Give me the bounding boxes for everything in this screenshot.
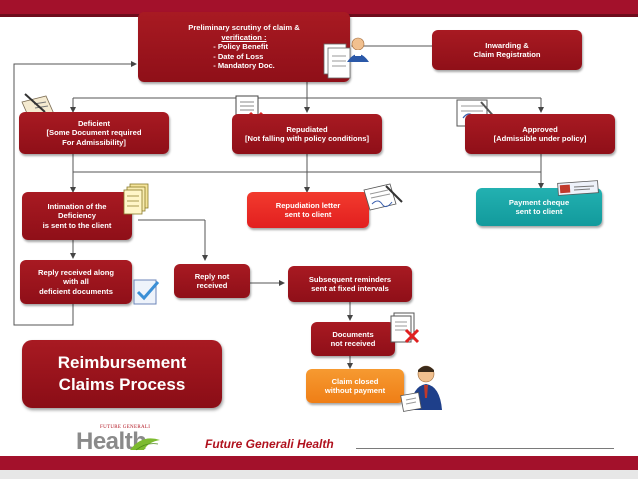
header-bar xyxy=(0,0,638,14)
repudiation-letter-line: Repudiation letter xyxy=(275,200,341,210)
prelim-subtitle: verification : xyxy=(221,32,267,42)
reply-not-line: Reply not xyxy=(194,271,230,281)
prelim-title: Preliminary scrutiny of claim & xyxy=(188,23,300,33)
node-deficient: Deficient [Some Document required For Ad… xyxy=(19,112,169,154)
reply-received-line: Reply received along xyxy=(38,267,114,277)
node-inwarding: Inwarding & Claim Registration xyxy=(432,30,582,70)
node-reply-not-received: Reply not received xyxy=(174,264,250,298)
intimation-line: is sent to the client xyxy=(42,220,112,230)
prelim-item: - Date of Loss xyxy=(213,51,264,61)
node-repudiated: Repudiated [Not falling with policy cond… xyxy=(232,114,382,154)
node-payment-cheque: Payment cheque sent to client xyxy=(476,188,602,226)
checkmark-document-icon xyxy=(133,279,160,305)
logo-leaf-icon xyxy=(130,438,160,451)
title-line: Claims Process xyxy=(58,375,186,394)
logo-word: Health xyxy=(76,428,147,455)
inwarding-line: Claim Registration xyxy=(473,50,541,59)
docs-not-line: not received xyxy=(330,339,376,348)
node-preliminary-scrutiny: Preliminary scrutiny of claim & verifica… xyxy=(138,12,350,82)
intimation-line: Deficiency xyxy=(58,211,96,221)
repudiated-line: Repudiated xyxy=(286,124,328,134)
slide-title: Reimbursement Claims Process xyxy=(22,340,222,408)
docs-not-line: Documents xyxy=(332,329,374,339)
payment-line: sent to client xyxy=(515,207,563,216)
footer-bottom-strip xyxy=(0,470,638,479)
cheque-icon xyxy=(557,180,599,196)
repudiated-line: [Not falling with policy conditions] xyxy=(244,134,370,143)
reply-not-line: received xyxy=(196,281,228,290)
deficient-line: Deficient xyxy=(77,118,111,128)
intimation-line: Intimation of the xyxy=(47,201,107,211)
node-repudiation-letter: Repudiation letter sent to client xyxy=(247,192,369,228)
claim-closed-line: Claim closed xyxy=(331,376,379,386)
claim-closed-line: without payment xyxy=(324,386,386,395)
connector-loop-back xyxy=(13,61,137,326)
node-approved: Approved [Admissible under policy] xyxy=(465,114,615,154)
prelim-item: - Policy Benefit xyxy=(213,42,269,52)
deficient-line: [Some Document required xyxy=(46,128,142,138)
reply-received-line: deficient documents xyxy=(39,286,113,296)
logo-small-text: FUTURE GENERALI xyxy=(100,425,151,430)
reminders-line: sent at fixed intervals xyxy=(311,284,389,293)
node-reply-received: Reply received along with all deficient … xyxy=(20,260,132,304)
prelim-item: - Mandatory Doc. xyxy=(213,61,275,71)
signing-letter-icon xyxy=(363,183,403,211)
repudiation-letter-line: sent to client xyxy=(284,210,332,219)
approved-line: Approved xyxy=(522,124,558,134)
footer-divider xyxy=(356,448,614,449)
reply-received-line: with all xyxy=(63,277,89,287)
approved-line: [Admissible under policy] xyxy=(493,134,587,143)
reminders-line: Subsequent reminders xyxy=(308,274,392,284)
node-documents-not-received: Documents not received xyxy=(311,322,395,356)
node-claim-closed: Claim closed without payment xyxy=(306,369,404,403)
payment-line: Payment cheque xyxy=(508,197,570,207)
inwarding-line: Inwarding & xyxy=(485,40,529,50)
person-document-icon xyxy=(323,37,369,79)
document-stack-icon xyxy=(123,183,149,215)
rejected-document-icon xyxy=(390,312,420,344)
footer-bar xyxy=(0,456,638,470)
footer-brand-text: Future Generali Health xyxy=(205,437,334,451)
deficient-line: For Admissibility] xyxy=(62,137,126,147)
node-intimation: Intimation of the Deficiency is sent to … xyxy=(22,192,132,240)
node-subsequent-reminders: Subsequent reminders sent at fixed inter… xyxy=(288,266,412,302)
title-line: Reimbursement xyxy=(57,353,187,372)
businessman-icon xyxy=(400,365,442,412)
